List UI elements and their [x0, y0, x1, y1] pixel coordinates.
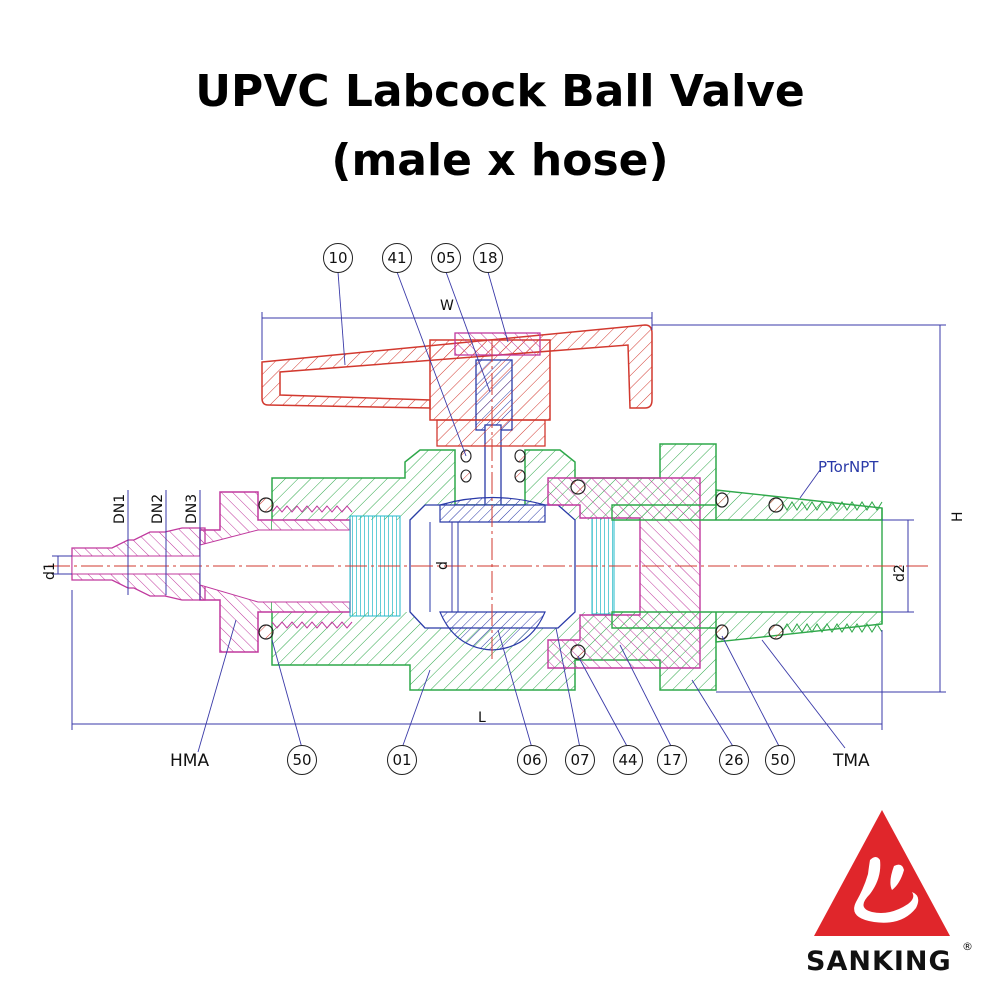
dim-d: d: [435, 561, 451, 570]
registered-mark: ®: [962, 940, 973, 953]
label-hma: HMA: [170, 751, 209, 771]
sanking-logo: [814, 810, 950, 936]
brand-name: SANKING: [806, 946, 952, 977]
oring-44-bottom: [570, 644, 586, 660]
handle-cap-18: [454, 332, 541, 356]
dim-d2: d2: [892, 564, 908, 582]
oring-middle-top: [715, 492, 729, 508]
oring-41-right: [514, 449, 526, 463]
callout-bottom-3: 07: [565, 745, 595, 775]
oring-50-left-bottom: [258, 624, 274, 640]
thread-bottom-left: [271, 621, 353, 629]
title-line-2: (male x hose): [331, 135, 669, 186]
callout-top-3: 18: [473, 243, 503, 273]
callout-bottom-4: 44: [613, 745, 643, 775]
dim-h: H: [950, 511, 966, 522]
dim-dn1: DN1: [112, 494, 128, 524]
callout-bottom-5: 17: [657, 745, 687, 775]
oring-44-top: [570, 479, 586, 495]
dim-dn3: DN3: [184, 494, 200, 524]
callout-bottom-2: 06: [517, 745, 547, 775]
handle: [261, 324, 653, 409]
callout-bottom-7: 50: [765, 745, 795, 775]
thread-top-right: [781, 501, 883, 511]
callout-bottom-6: 26: [719, 745, 749, 775]
label-tma: TMA: [832, 751, 870, 771]
dim-w: W: [440, 298, 454, 314]
callout-bottom-0: 50: [287, 745, 317, 775]
dimension-lines: [52, 312, 946, 730]
bonnet: [436, 419, 546, 447]
oring-50-right-top: [768, 497, 784, 513]
logo-figure: [854, 857, 919, 923]
callout-top-2: 05: [431, 243, 461, 273]
thread-top-left: [271, 505, 353, 513]
oring-50-left-top: [258, 497, 274, 513]
dim-dn2: DN2: [150, 494, 166, 524]
stem: [475, 359, 513, 431]
dim-l: L: [478, 710, 486, 726]
thread-bottom-right: [781, 623, 883, 633]
oring-middle-bottom: [715, 624, 729, 640]
oring-41-right-2: [514, 469, 526, 483]
callout-top-1: 41: [382, 243, 412, 273]
callout-top-0: 10: [323, 243, 353, 273]
title-line-1: UPVC Labcock Ball Valve: [195, 66, 805, 117]
leader-lines: [197, 271, 846, 753]
oring-50-right-bottom: [768, 624, 784, 640]
thread-label: PTorNPT: [818, 458, 879, 476]
dim-d1: d1: [42, 562, 58, 580]
oring-41-left-2: [460, 469, 472, 483]
callout-bottom-1: 01: [387, 745, 417, 775]
